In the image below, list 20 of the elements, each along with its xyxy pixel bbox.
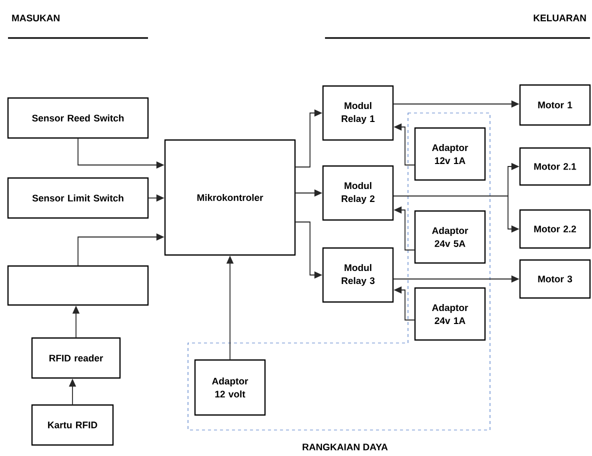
block-box: Kartu RFID [31,404,114,446]
block-box: Motor 2.1 [519,147,591,186]
heading: KELUARAN [534,14,586,22]
block-box: Adaptor 12v 1A [414,127,486,181]
block-box: Adaptor 24v 5A [414,210,486,264]
block-box: Modul Relay 3 [322,247,394,303]
heading: MASUKAN [12,14,60,22]
block-box: Modul Relay 2 [322,165,394,221]
block-box: Motor 1 [519,84,591,126]
block-box: Sensor Reed Switch [7,97,149,139]
block-box: RFID reader [31,337,121,379]
block-box: Adaptor 12 volt [194,359,266,416]
block-box: Motor 3 [519,259,591,299]
block-box: Mikrokontroler [164,139,296,256]
region-label: RANGKAIAN DAYA [302,444,388,450]
block-box: Sensor Limit Switch [7,177,149,219]
empty-box [7,265,149,306]
block-box: Motor 2.2 [519,209,591,249]
block-box: Modul Relay 1 [322,85,394,141]
block-box: Adaptor 24v 1A [414,287,486,341]
